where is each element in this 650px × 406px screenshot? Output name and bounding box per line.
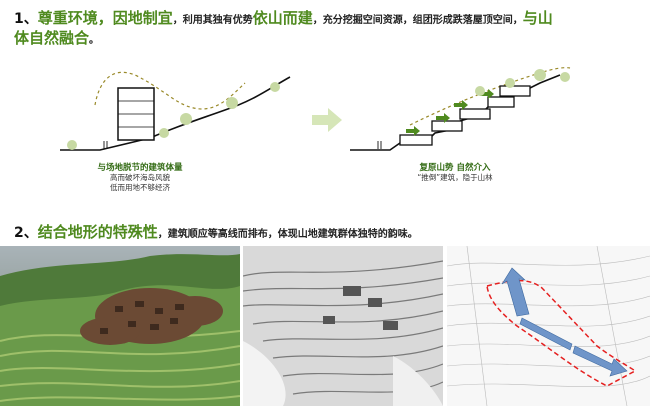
original-terrain-curve xyxy=(94,71,246,110)
left-caption-title: 与场地脱节的建筑体量 xyxy=(97,163,183,173)
left-diagram-caption: 与场地脱节的建筑体量 高而破坏海岛风貌 低而用地不够经济 xyxy=(80,161,200,193)
person-icon-right xyxy=(377,141,382,149)
section1-highlight-3: 与山 xyxy=(522,9,553,27)
diagram-right xyxy=(350,67,571,151)
left-caption-line1: 高而破坏海岛风貌 xyxy=(110,173,170,182)
section1-number: 1、 xyxy=(14,11,38,27)
stepped-buildings xyxy=(399,85,531,146)
transition-arrow-icon xyxy=(312,108,342,132)
section1-heading-line1: 1、尊重环境，因地制宜，利用其独有优势依山而建，充分挖掘空间资源，组团形成跌落屋… xyxy=(14,8,553,31)
section2-number: 2、 xyxy=(14,225,38,241)
section1-text-2: ，充分挖掘空间资源，组团形成跌落屋顶空间， xyxy=(312,15,523,26)
tree-icons-right xyxy=(475,69,570,96)
site-plan xyxy=(447,246,650,406)
original-terrain-curve-right xyxy=(409,67,571,126)
flow-arrow-icons xyxy=(501,267,628,377)
site-model-sketch xyxy=(243,246,443,406)
right-caption-line1: “推倒”建筑，隐于山林 xyxy=(417,173,493,182)
diagram-left xyxy=(60,71,291,151)
green-arrow-icons xyxy=(406,89,494,136)
village-aerial-photo xyxy=(0,246,240,406)
section1-text-1: ，利用其独有优势 xyxy=(172,15,253,26)
section1-highlight-4: 体自然融合 xyxy=(14,29,90,47)
section1-text-3: 。 xyxy=(89,35,100,46)
right-caption-title: 复原山势 自然介入 xyxy=(419,163,491,173)
right-diagram-caption: 复原山势 自然介入 “推倒”建筑，隐于山林 xyxy=(395,161,515,183)
section1-highlight-2: 依山而建 xyxy=(252,9,313,27)
section2-highlight: 结合地形的特殊性 xyxy=(37,223,158,241)
left-caption-line2: 低而用地不够经济 xyxy=(110,183,170,192)
tall-building xyxy=(117,87,155,141)
section2-text: ，建筑顺应等高线而排布，体现山地建筑群体独特的韵味。 xyxy=(157,229,418,240)
person-icon xyxy=(103,141,108,149)
section1-heading-line2: 体自然融合。 xyxy=(14,28,99,51)
section2-heading: 2、结合地形的特殊性，建筑顺应等高线而排布，体现山地建筑群体独特的韵味。 xyxy=(14,222,418,245)
section1-highlight-1: 尊重环境，因地制宜 xyxy=(37,9,173,27)
tree-icons xyxy=(67,82,280,150)
terrain-line xyxy=(60,76,291,151)
